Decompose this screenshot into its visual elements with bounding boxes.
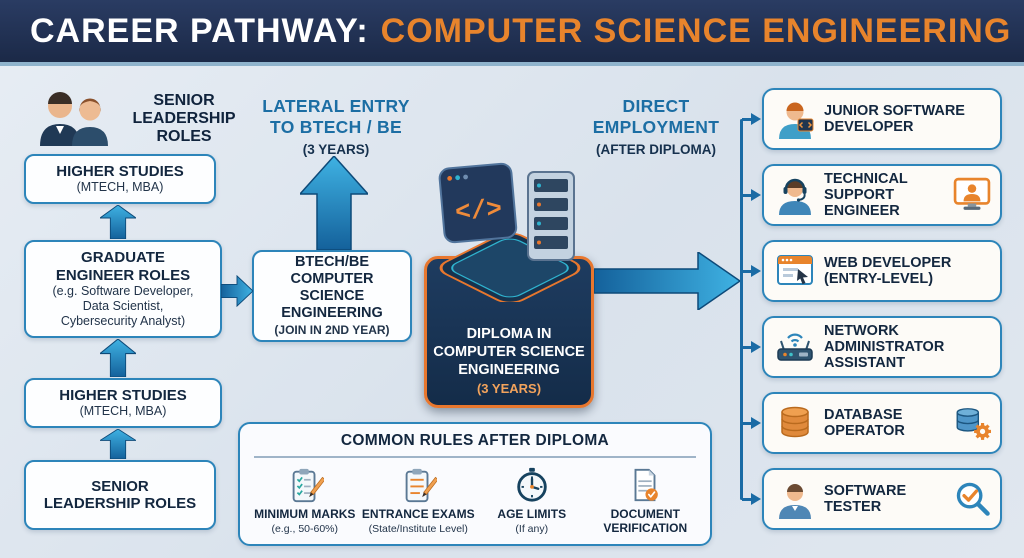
page-title-highlight: COMPUTER SCIENCE ENGINEERING [380, 11, 1012, 50]
leadership-people-icon [40, 92, 108, 146]
connector-stub [742, 270, 751, 273]
connector-arrowhead [751, 265, 761, 277]
connector-stub [742, 498, 751, 501]
btech-box: BTECH/BE COMPUTER SCIENCE ENGINEERING (J… [252, 250, 412, 342]
right-arrow [221, 275, 253, 307]
direct-employment-heading: DIRECT EMPLOYMENT (AFTER DIPLOMA) [592, 96, 720, 157]
graduate-engineer-roles-box: GRADUATE ENGINEER ROLES (e.g. Software D… [24, 240, 222, 338]
job-network-administrator-assistant: NETWORK ADMINISTRATOR ASSISTANT [762, 316, 1002, 378]
network-router-icon [777, 333, 813, 361]
page-title-prefix: CAREER PATHWAY: [30, 11, 369, 50]
server-rack-icon [527, 171, 575, 261]
exam-clipboard-icon [405, 468, 438, 503]
support-engineer-icon [779, 178, 811, 215]
up-arrow [100, 429, 136, 459]
database-gear-icon [956, 408, 991, 440]
header-banner: CAREER PATHWAY: COMPUTER SCIENCE ENGINEER… [0, 0, 1024, 66]
clock-icon [517, 467, 547, 502]
jobs-connector-line [740, 119, 743, 500]
common-rules-title: COMMON RULES AFTER DIPLOMA [254, 424, 696, 458]
code-editor-icon: </> [438, 162, 518, 244]
connector-stub [742, 422, 751, 425]
senior-leadership-label: SENIOR LEADERSHIP ROLES [132, 92, 236, 145]
code-server-illustration: </> [438, 162, 581, 302]
svg-text:</>: </> [454, 194, 503, 228]
higher-studies-bottom-box: HIGHER STUDIES (MTECH, MBA) [24, 378, 222, 428]
database-icon [781, 406, 809, 438]
connector-arrowhead [751, 113, 761, 125]
checklist-clipboard-icon [292, 468, 324, 503]
employment-right-arrow [594, 252, 740, 310]
magnifier-check-icon [956, 482, 990, 516]
job-software-tester: SOFTWARE TESTER [762, 468, 1002, 530]
document-check-icon [634, 468, 659, 502]
connector-arrowhead [751, 341, 761, 353]
connector-arrowhead [751, 189, 761, 201]
monitor-icon [953, 177, 991, 210]
page-title: CAREER PATHWAY: COMPUTER SCIENCE ENGINEER… [30, 12, 1011, 51]
job-database-operator: DATABASE OPERATOR [762, 392, 1002, 454]
common-rules-items: MINIMUM MARKS (e.g., 50-60%) ENTRANCE EX… [240, 458, 710, 537]
up-arrow [100, 205, 136, 239]
job-web-developer: WEB DEVELOPER (ENTRY-LEVEL) [762, 240, 1002, 302]
pencil-icon [422, 476, 438, 498]
job-technical-support-engineer: TECHNICAL SUPPORT ENGINEER [762, 164, 1002, 226]
rule-document-verification: DOCUMENT VERIFICATION [589, 465, 703, 537]
connector-arrowhead [751, 417, 761, 429]
lateral-entry-up-arrow [300, 156, 368, 250]
junior-developer-icon [779, 102, 814, 139]
connector-arrowhead [751, 493, 761, 505]
higher-studies-top-box: HIGHER STUDIES (MTECH, MBA) [24, 154, 216, 204]
tester-person-icon [779, 484, 811, 519]
connector-stub [742, 194, 751, 197]
rule-entrance-exams: ENTRANCE EXAMS (State/Institute Level) [362, 465, 476, 537]
rule-age-limits: AGE LIMITS (If any) [475, 465, 589, 537]
web-browser-icon [777, 255, 813, 285]
pencil-icon [308, 476, 324, 498]
senior-leadership-roles-box: SENIOR LEADERSHIP ROLES [24, 460, 216, 530]
gear-icon [974, 423, 991, 440]
lateral-entry-heading: LATERAL ENTRY TO BTECH / BE (3 YEARS) [262, 96, 410, 157]
connector-stub [742, 118, 751, 121]
rule-minimum-marks: MINIMUM MARKS (e.g., 50-60%) [248, 465, 362, 537]
connector-stub [742, 346, 751, 349]
diploma-label: DIPLOMA IN COMPUTER SCIENCE ENGINEERING … [433, 325, 585, 396]
job-junior-software-developer: JUNIOR SOFTWARE DEVELOPER [762, 88, 1002, 150]
up-arrow [100, 339, 136, 377]
common-rules-panel: COMMON RULES AFTER DIPLOMA MINIMUM MARKS… [238, 422, 712, 546]
